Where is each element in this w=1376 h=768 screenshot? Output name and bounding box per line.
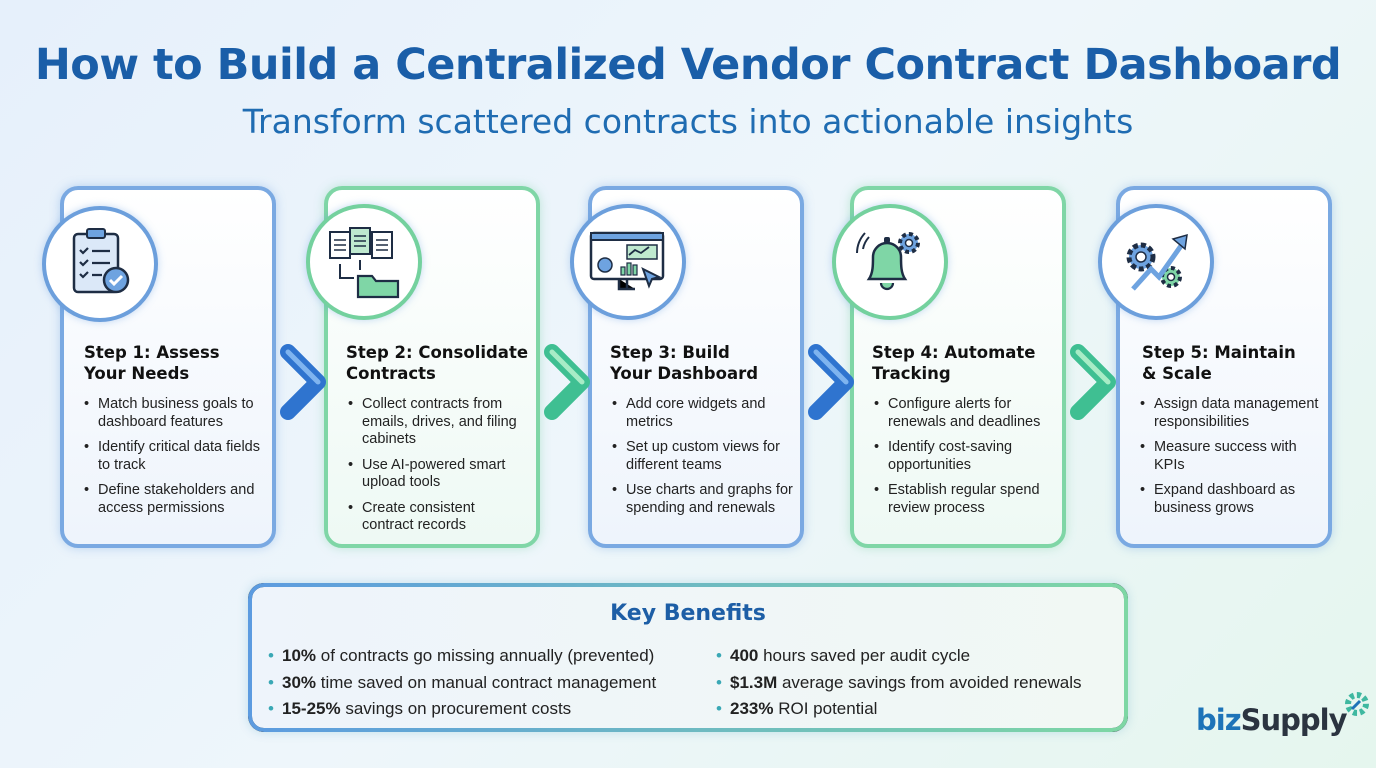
step-heading: Step 4: Automate Tracking: [872, 343, 1036, 383]
step-bullet: Set up custom views for different teams: [612, 439, 794, 474]
page-subtitle: Transform scattered contracts into actio…: [242, 102, 1134, 141]
step-bullet: Match business goals to dashboard featur…: [84, 396, 266, 431]
benefits-title: Key Benefits: [610, 601, 766, 626]
key-benefits-box: Key Benefits 10% of contracts go missing…: [248, 583, 1128, 732]
benefit-item: 30% time saved on manual contract manage…: [268, 670, 656, 697]
documents-folder-icon: [306, 204, 422, 320]
step-bullet: Expand dashboard as business grows: [1140, 482, 1322, 517]
chevron-right-icon: [544, 344, 590, 420]
gears-growth-arrow-icon: [1098, 204, 1214, 320]
clipboard-check-icon: [42, 206, 158, 322]
step-bullet: Identify critical data fields to track: [84, 439, 266, 474]
bell-gear-icon: [832, 204, 948, 320]
step-bullet: Identify cost-saving opportunities: [874, 439, 1056, 474]
step-bullet: Add core widgets and metrics: [612, 396, 794, 431]
gear-wrench-icon: [1345, 692, 1369, 716]
benefit-item: $1.3M average savings from avoided renew…: [716, 670, 1082, 697]
step-bullet: Use AI-powered smart upload tools: [348, 457, 530, 492]
benefit-item: 400 hours saved per audit cycle: [716, 643, 1082, 670]
step-heading: Step 3: Build Your Dashboard: [610, 343, 759, 383]
step-card-2: Step 2: Consolidate Contracts Collect co…: [324, 186, 540, 548]
benefit-item: 10% of contracts go missing annually (pr…: [268, 643, 656, 670]
step-bullet: Assign data management responsibilities: [1140, 396, 1322, 431]
step-heading: Step 5: Maintain & Scale: [1142, 343, 1296, 383]
bizsupply-logo: bizSupply: [1196, 692, 1369, 737]
step-bullet: Use charts and graphs for spending and r…: [612, 482, 794, 517]
step-bullet: Configure alerts for renewals and deadli…: [874, 396, 1056, 431]
benefit-item: 233% ROI potential: [716, 696, 1082, 723]
page-title: How to Build a Centralized Vendor Contra…: [34, 40, 1342, 90]
step-card-4: Step 4: Automate Tracking Configure aler…: [850, 186, 1066, 548]
step-bullet: Collect contracts from emails, drives, a…: [348, 396, 530, 449]
step-heading: Step 1: Assess Your Needs: [84, 343, 220, 383]
step-bullet: Define stakeholders and access permissio…: [84, 482, 266, 517]
step-bullet: Measure success with KPIs: [1140, 439, 1322, 474]
dashboard-monitor-icon: [570, 204, 686, 320]
step-card-1: Step 1: Assess Your Needs Match business…: [60, 186, 276, 548]
chevron-right-icon: [808, 344, 854, 420]
step-bullet: Create consistent contract records: [348, 500, 530, 535]
step-heading: Step 2: Consolidate Contracts: [346, 343, 529, 383]
chevron-right-icon: [280, 344, 326, 420]
step-bullet: Establish regular spend review process: [874, 482, 1056, 517]
benefit-item: 15-25% savings on procurement costs: [268, 696, 656, 723]
chevron-right-icon: [1070, 344, 1116, 420]
